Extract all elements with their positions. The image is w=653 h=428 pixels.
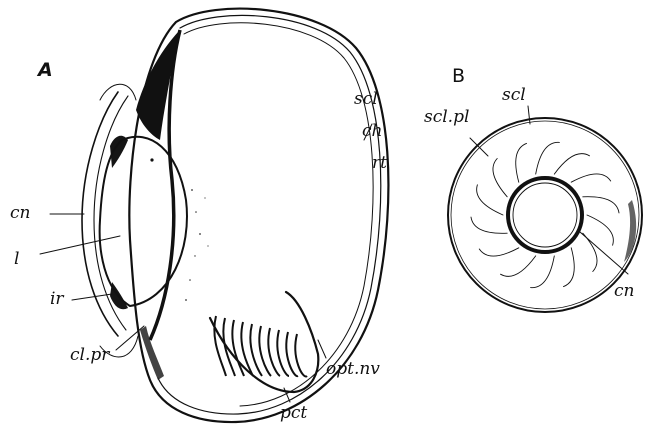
- cornea-ring-b: [508, 178, 582, 252]
- figure-letter-a: A: [36, 59, 53, 81]
- label-l: l: [14, 249, 19, 269]
- figure-a: A scl ch rt cn l ir cl.pr pct opt.nv: [10, 9, 388, 423]
- label-ir: ir: [50, 289, 64, 309]
- sclerotic-plate: [501, 256, 536, 276]
- lens-dot: [150, 158, 153, 161]
- sclerotic-plate: [571, 174, 611, 182]
- label-opt-nv: opt.nv: [326, 359, 380, 379]
- pecten-base: [210, 292, 318, 392]
- sclerotic-plate: [536, 142, 560, 174]
- sclerotic-plate: [564, 248, 575, 287]
- sclerotic-plate: [477, 185, 503, 215]
- pecten: [210, 292, 318, 392]
- sclerotic-plate: [587, 215, 613, 245]
- sclerotic-plate: [471, 217, 507, 233]
- label-ch: ch: [362, 121, 382, 141]
- sclerotic-plate: [583, 197, 619, 213]
- sclerotic-plate: [583, 233, 597, 271]
- pecten-pleats: [214, 316, 307, 376]
- label-scl-pl: scl.pl: [424, 107, 469, 127]
- label-cn-b: cn: [614, 281, 634, 301]
- label-cl-pr: cl.pr: [70, 345, 110, 365]
- figure-b: B scl.pl scl cn: [424, 65, 642, 312]
- retina-outline-a: [184, 23, 373, 406]
- sclerotic-plate: [493, 159, 507, 197]
- sclerotic-plate: [531, 256, 555, 288]
- pecten-pleat: [295, 334, 307, 376]
- label-scl-a: scl: [354, 89, 378, 109]
- label-rt: rt: [372, 153, 387, 173]
- label-cn-a: cn: [10, 203, 30, 223]
- sclerotic-plate: [554, 154, 589, 174]
- sclerotic-plate: [516, 143, 527, 182]
- label-pct: pct: [280, 403, 307, 423]
- figure-letter-b: B: [452, 65, 465, 87]
- stipple-shading-a: [185, 189, 208, 301]
- label-scl-b: scl: [502, 85, 526, 105]
- sclerotic-plate: [479, 248, 519, 256]
